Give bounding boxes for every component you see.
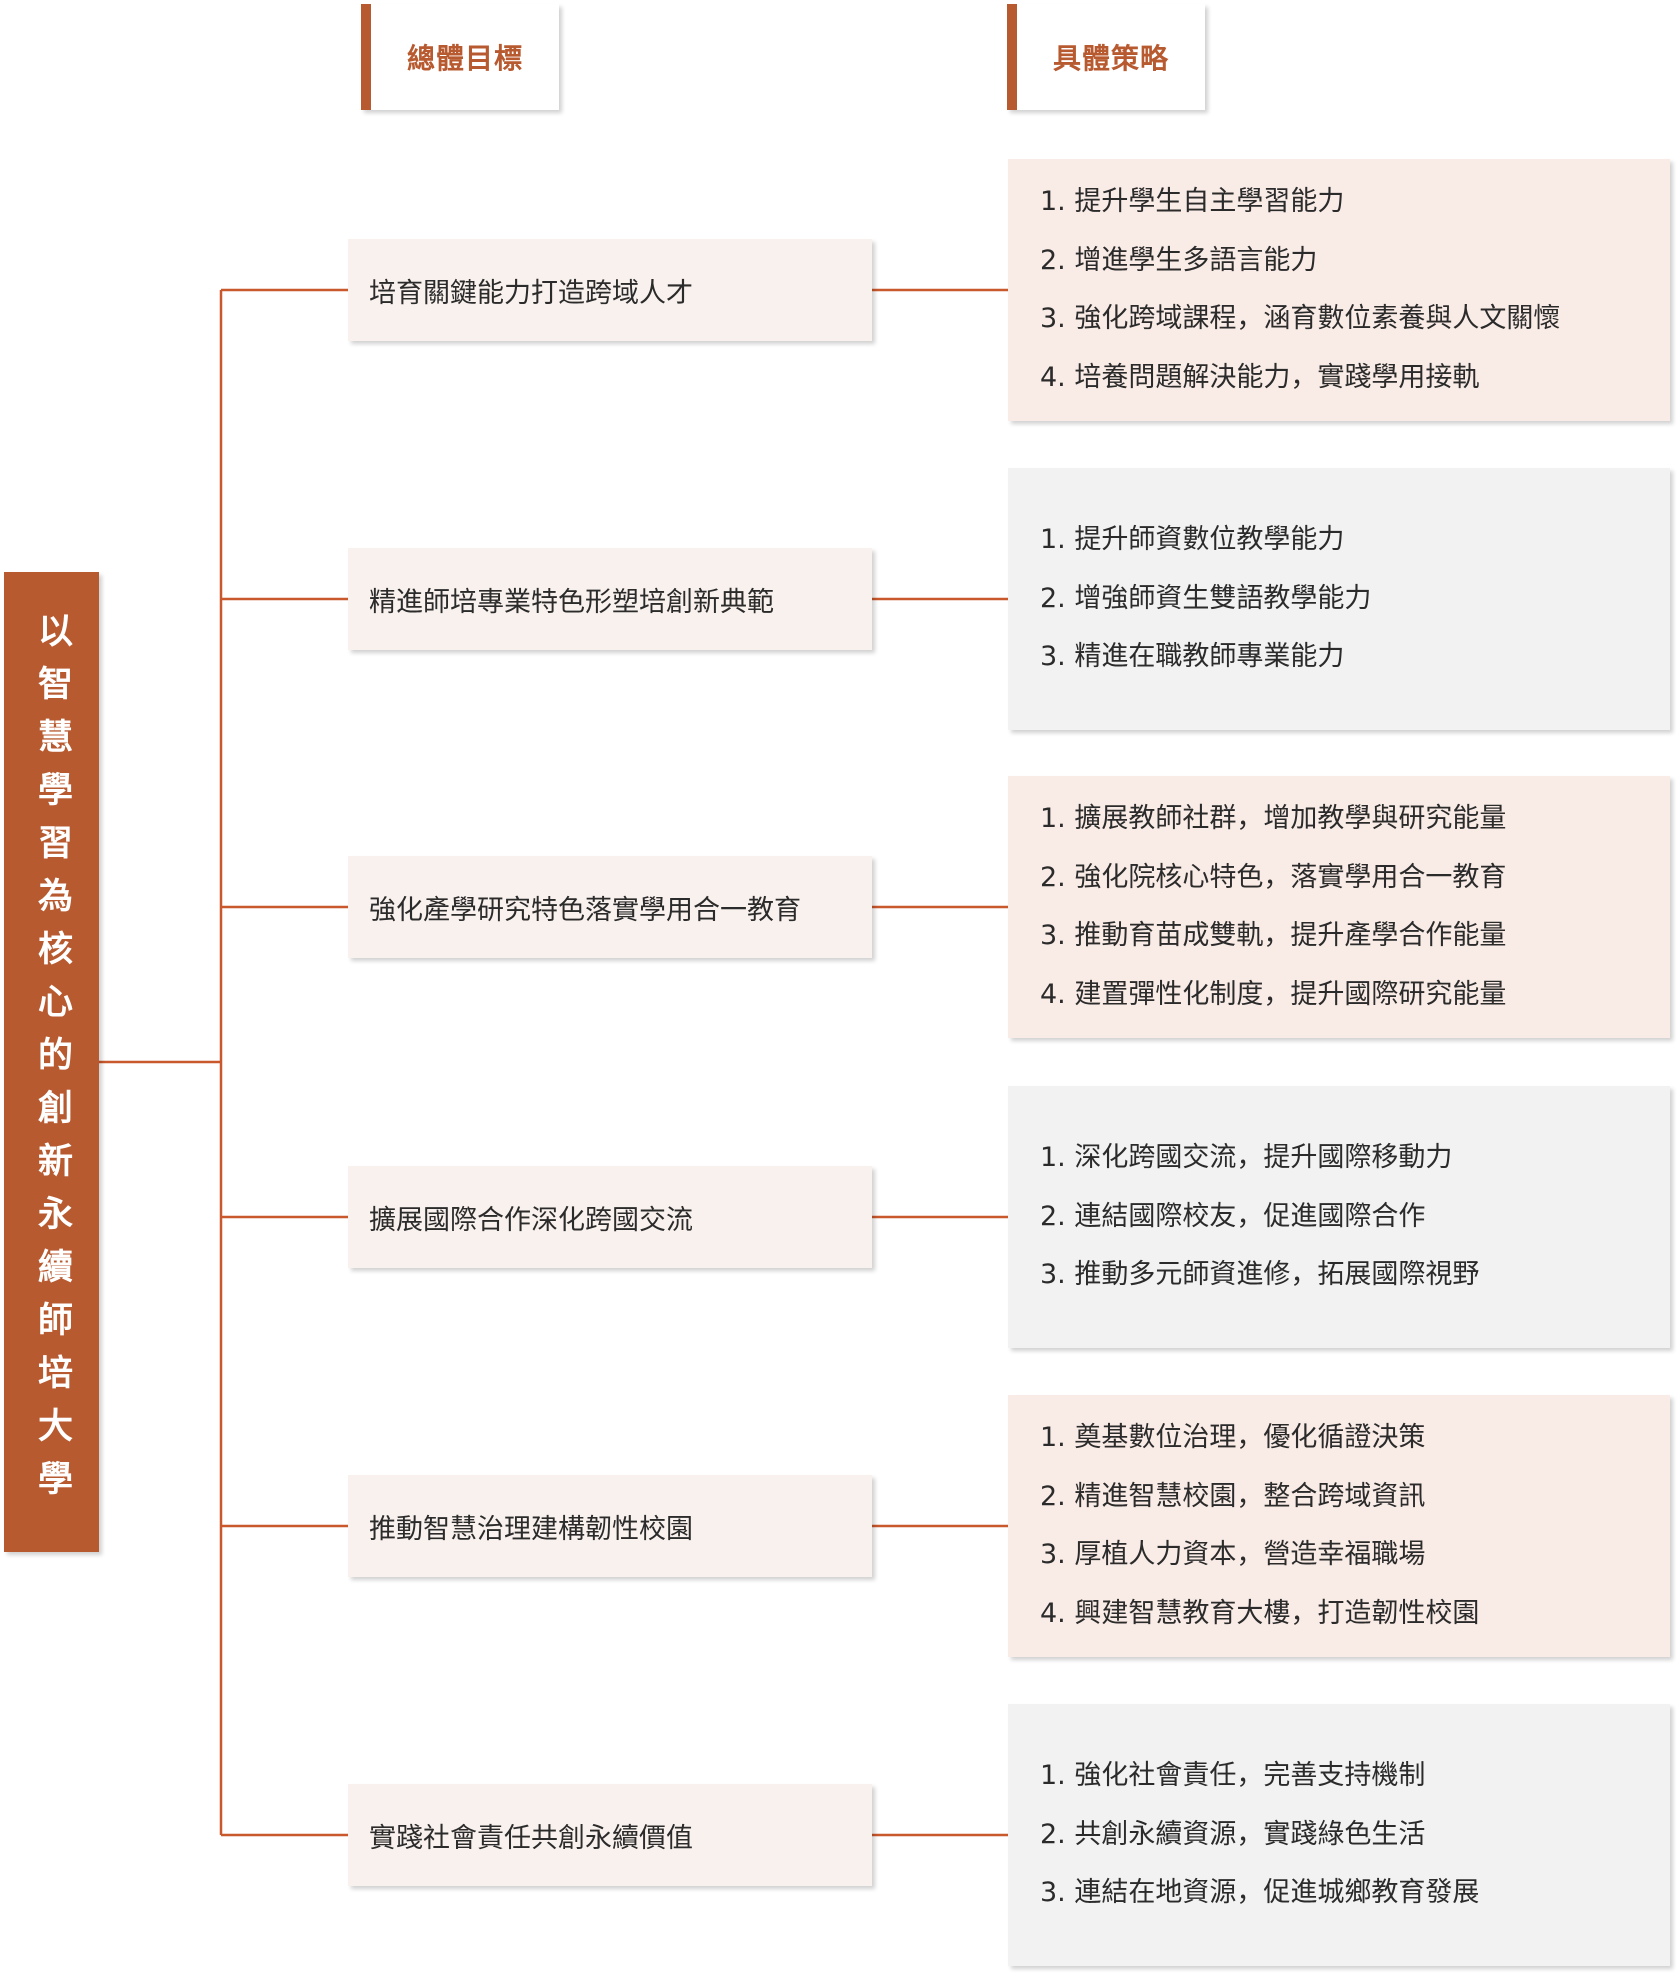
root-label: 以智慧學習為核心的創新永續師培大學 (32, 611, 72, 1513)
strategy-item: 3. 厚植人力資本，營造幸福職場 (1040, 1539, 1426, 1570)
strategy-item: 2. 精進智慧校園，整合跨域資訊 (1040, 1480, 1426, 1512)
strategy-item: 1. 擴展教師社群，增加教學與研究能量 (1040, 803, 1507, 834)
goal-label: 實踐社會責任共創永續價值 (369, 1822, 693, 1854)
goal-box-4: 擴展國際合作深化跨國交流 (348, 1166, 872, 1268)
strategy-item: 2. 增強師資生雙語教學能力 (1040, 582, 1372, 614)
strategy-box-2: 1. 提升師資數位教學能力 2. 增強師資生雙語教學能力 3. 精進在職教師專業… (1008, 468, 1670, 730)
goal-box-3: 強化產學研究特色落實學用合一教育 (348, 856, 872, 958)
strategy-box-5: 1. 奠基數位治理，優化循證決策 2. 精進智慧校園，整合跨域資訊 3. 厚植人… (1008, 1395, 1670, 1657)
goal-box-1: 培育關鍵能力打造跨域人才 (348, 239, 872, 341)
strategy-item: 1. 提升師資數位教學能力 (1040, 524, 1345, 556)
strategy-item: 3. 推動育苗成雙軌，提升產學合作能量 (1040, 920, 1507, 951)
strategy-item: 1. 強化社會責任，完善支持機制 (1040, 1760, 1426, 1792)
strategy-item: 1. 奠基數位治理，優化循證決策 (1040, 1422, 1426, 1453)
goal-label: 強化產學研究特色落實學用合一教育 (369, 894, 801, 926)
strategy-box-4: 1. 深化跨國交流，提升國際移動力 2. 連結國際校友，促進國際合作 3. 推動… (1008, 1086, 1670, 1348)
strategy-box-6: 1. 強化社會責任，完善支持機制 2. 共創永續資源，實踐綠色生活 3. 連結在… (1008, 1704, 1670, 1966)
strategy-item: 3. 連結在地資源，促進城鄉教育發展 (1040, 1877, 1480, 1909)
strategies-header-label: 具體策略 (1052, 42, 1169, 75)
strategy-item: 1. 深化跨國交流，提升國際移動力 (1040, 1142, 1453, 1174)
goal-label: 培育關鍵能力打造跨域人才 (369, 277, 693, 309)
strategies-column-header: 具體策略 (1007, 4, 1205, 110)
goal-box-6: 實踐社會責任共創永續價值 (348, 1784, 872, 1886)
goal-label: 推動智慧治理建構韌性校園 (369, 1513, 693, 1545)
goals-column-header: 總體目標 (361, 4, 559, 110)
strategy-item: 4. 建置彈性化制度，提升國際研究能量 (1040, 978, 1507, 1010)
goal-label: 精進師培專業特色形塑培創新典範 (369, 586, 774, 618)
strategy-item: 2. 強化院核心特色，落實學用合一教育 (1040, 861, 1507, 893)
strategy-item: 3. 精進在職教師專業能力 (1040, 641, 1345, 673)
strategy-box-3: 1. 擴展教師社群，增加教學與研究能量 2. 強化院核心特色，落實學用合一教育 … (1008, 776, 1670, 1038)
goal-box-5: 推動智慧治理建構韌性校園 (348, 1475, 872, 1577)
strategy-box-1: 1. 提升學生自主學習能力 2. 增進學生多語言能力 3. 強化跨域課程，涵育數… (1008, 159, 1670, 421)
strategy-item: 2. 共創永續資源，實踐綠色生活 (1040, 1818, 1426, 1850)
strategy-item: 4. 培養問題解決能力，實踐學用接軌 (1040, 361, 1480, 393)
strategy-item: 2. 連結國際校友，促進國際合作 (1040, 1200, 1426, 1232)
strategy-item: 1. 提升學生自主學習能力 (1040, 186, 1345, 217)
goals-header-label: 總體目標 (406, 42, 523, 75)
strategy-item: 3. 推動多元師資進修，拓展國際視野 (1040, 1259, 1480, 1291)
strategy-item: 4. 興建智慧教育大樓，打造韌性校園 (1040, 1597, 1480, 1629)
strategy-item: 3. 強化跨域課程，涵育數位素養與人文關懷 (1040, 303, 1561, 334)
goal-label: 擴展國際合作深化跨國交流 (369, 1204, 693, 1236)
strategy-item: 2. 增進學生多語言能力 (1040, 244, 1318, 276)
goal-box-2: 精進師培專業特色形塑培創新典範 (348, 548, 872, 650)
root-node: 以智慧學習為核心的創新永續師培大學 (4, 572, 99, 1552)
